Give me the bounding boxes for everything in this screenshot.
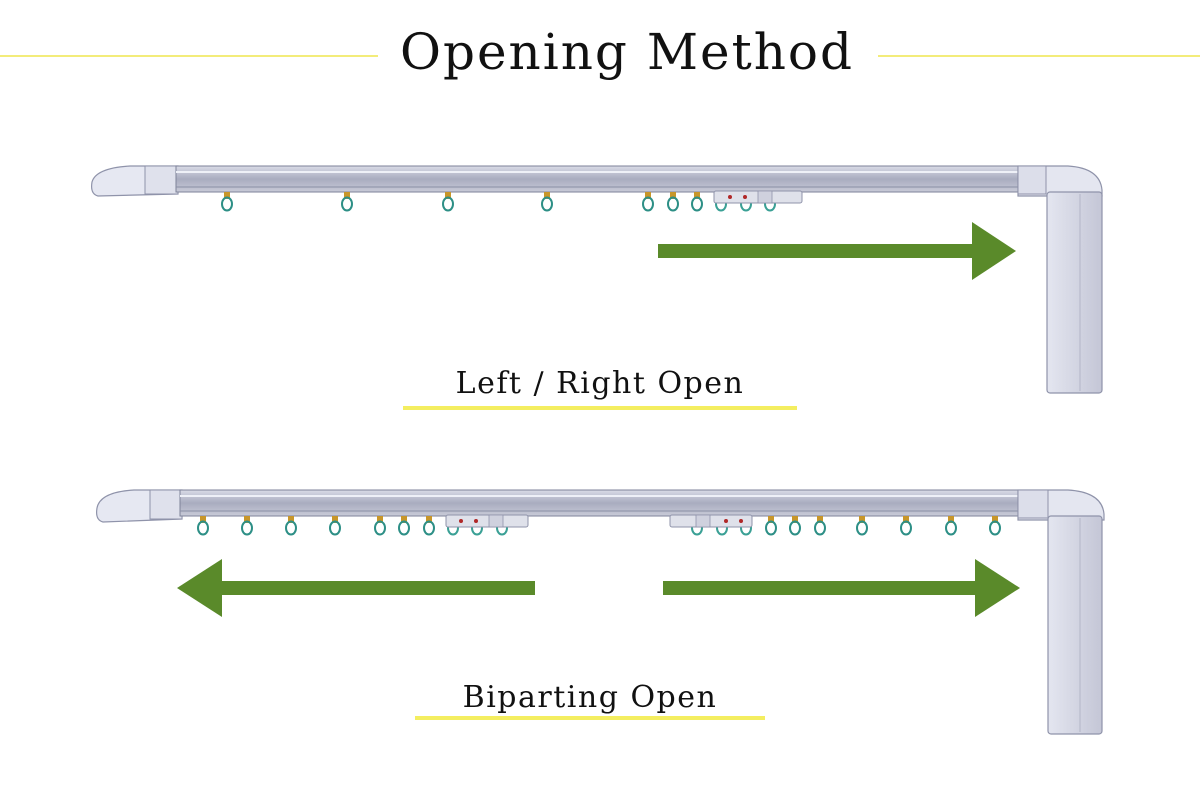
- arrow-right-icon: [663, 559, 1020, 617]
- caption-underline: [415, 716, 765, 720]
- page-title: Opening Method: [399, 23, 855, 81]
- master-carrier-right: [669, 514, 753, 528]
- rail: [179, 489, 1023, 517]
- rail: [175, 165, 1023, 193]
- title-rule-left: [0, 55, 378, 57]
- curtain-hooks: [221, 191, 776, 212]
- track-left-right-open: [91, 165, 1103, 394]
- arrow-right-icon: [658, 222, 1016, 280]
- master-carrier-left: [445, 514, 529, 528]
- motor-body: [1047, 515, 1103, 735]
- caption-left-right-open: Left / Right Open: [455, 366, 745, 401]
- caption-biparting-open: Biparting Open: [462, 680, 718, 715]
- curtain-hooks: [197, 515, 1001, 536]
- track-biparting-open: [96, 489, 1105, 735]
- motor-body: [1046, 191, 1103, 394]
- title-rule-right: [878, 55, 1200, 57]
- arrow-left-icon: [177, 559, 535, 617]
- master-carrier: [713, 190, 803, 204]
- caption-underline: [403, 406, 797, 410]
